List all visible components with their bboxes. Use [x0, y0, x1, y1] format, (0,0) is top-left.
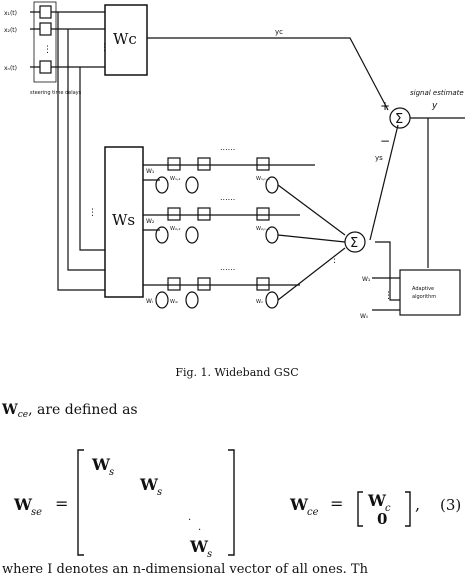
figure-wideband-gsc: x₁(t) x₂(t) xₙ(t) steering time delays W… [4, 1, 465, 320]
eq2-lhs: W [289, 495, 309, 514]
eq2-top-sub: c [385, 503, 391, 514]
vdots-inputs: ⋮ [43, 45, 52, 55]
matrix-entry-1-sub: s [109, 467, 114, 478]
adaptive-label-2: algorithm [412, 294, 436, 300]
matrix-ddot-2: . [198, 522, 201, 533]
wc-label: Wc [113, 30, 137, 48]
w-row1-1: W₁ [146, 168, 155, 175]
figure-caption: Fig. 1. Wideband GSC [175, 366, 299, 379]
w-row2-2: W₂,₂ [170, 226, 181, 232]
matrix-entry-2-sub: s [157, 487, 162, 498]
defined-as-line: Wce, are defined as [2, 402, 138, 420]
y-label: y [431, 101, 438, 111]
vdots-ws: ⋮ [88, 208, 97, 218]
eq2-equals: = [330, 494, 343, 513]
input-x1: x₁(t) [4, 10, 17, 17]
matrix-entry-3-sub: s [207, 549, 212, 560]
w-row3-2: Wᵢ₂ [170, 299, 178, 305]
ws-label: Ws [112, 211, 135, 229]
signal-estimate-label: signal estimate [410, 89, 464, 97]
matrix-entry-2: W [139, 475, 159, 494]
vdots-sum: ⋮ [330, 255, 339, 265]
adaptive-input-2: Wᵢₗ [360, 313, 368, 320]
sigma-top: Σ [395, 112, 403, 127]
eq-comma: , [415, 495, 420, 514]
steering-label: steering time delays [30, 90, 82, 96]
matrix-equation: W se = W s W s . . W s W ce = W c 0 , (3… [13, 449, 461, 560]
minus-sign: − [380, 134, 390, 148]
w-row3-3: Wᵢₗ [256, 299, 263, 305]
matrix-entry-1: W [91, 455, 111, 474]
vdots-adaptive: ⋮ [384, 291, 393, 301]
equation-number: (3) [440, 496, 461, 514]
w-row3-1: Wᵢ [146, 298, 153, 305]
dots-row1: ...... [220, 143, 235, 152]
plus-sign: + [380, 99, 390, 113]
sigma-bottom: Σ [350, 236, 358, 251]
dots-row3: ...... [220, 263, 235, 272]
w-row1-2: W₁,₂ [170, 176, 181, 182]
ys-label: ys [375, 154, 383, 162]
eq-lhs: W [13, 495, 33, 514]
eq-lhs-sub: se [31, 507, 42, 518]
w-row2-1: W₂ [146, 218, 155, 225]
dots-row2: ...... [220, 193, 235, 202]
yc-label: yc [275, 28, 283, 36]
input-xn: xₙ(t) [4, 65, 17, 72]
bottom-text-line: where I denotes an n-dimensional vector … [2, 562, 368, 577]
matrix-ddot: . [188, 512, 191, 523]
eq2-bottom: 0 [377, 510, 387, 528]
eq-equals: = [55, 494, 68, 513]
w-row2-3: W₂,ₗ₋₁ [256, 226, 270, 232]
w-row1-3: W₁,ₗ₋₁ [256, 176, 270, 182]
matrix-entry-3: W [189, 537, 209, 556]
eq2-lhs-sub: ce [307, 507, 319, 518]
adaptive-label-1: Adaptive [412, 286, 434, 292]
input-x2: x₂(t) [4, 27, 17, 34]
vdots-wc: ⋮ [100, 43, 109, 53]
eq2-top: W [367, 491, 387, 510]
adaptive-input-1: W₁ [362, 276, 371, 283]
